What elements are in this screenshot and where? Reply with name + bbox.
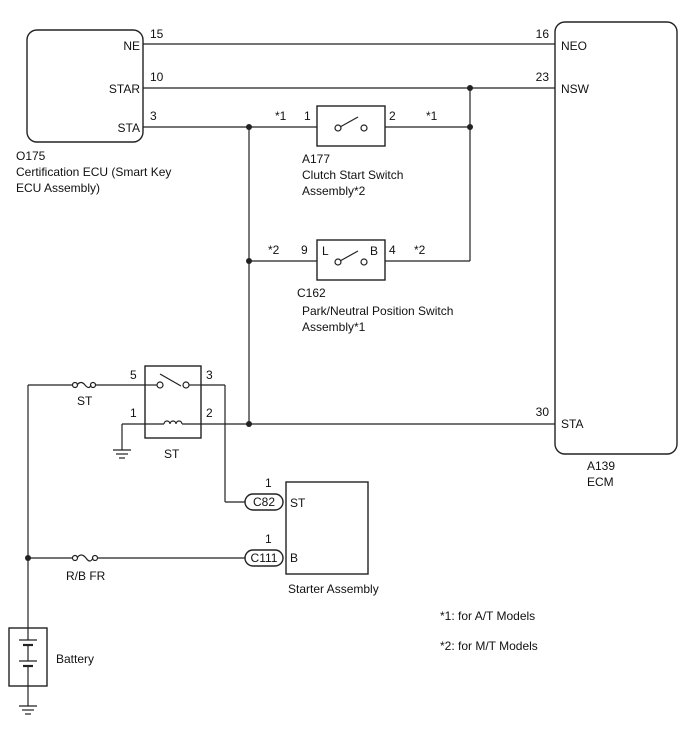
ecu-pin-sta-label: STA xyxy=(118,121,140,135)
ecm-pin-sta-label: STA xyxy=(561,417,583,431)
note-at-models: *1: for A/T Models xyxy=(440,609,535,623)
clutch-switch-name-line1: Clutch Start Switch xyxy=(302,168,403,182)
connector-c82-label: C82 xyxy=(253,495,275,509)
pn-switch-terminal-b: B xyxy=(370,244,378,258)
relay-ground-icon xyxy=(113,449,131,459)
clutch-switch-note-right: *1 xyxy=(426,109,438,123)
pn-switch-note-left: *2 xyxy=(268,243,280,257)
ecm-pin-nsw-label: NSW xyxy=(561,82,590,96)
ecu-pin-star-number: 10 xyxy=(150,70,164,84)
clutch-start-switch: 1 2 *1 *1 A177 Clutch Start Switch Assem… xyxy=(275,105,438,198)
rb-fr-fuse-label: R/B FR xyxy=(66,569,106,583)
st-fuse-label: ST xyxy=(77,394,93,408)
relay-pin-5: 5 xyxy=(130,368,137,382)
clutch-switch-pin-1: 1 xyxy=(304,109,311,123)
ecu-pin-ne-number: 15 xyxy=(150,27,164,41)
certification-ecu: NE STAR STA 15 10 3 O175 Certification E… xyxy=(16,27,171,195)
connector-c111 xyxy=(244,549,284,567)
junction-dots xyxy=(25,85,473,561)
starter-assembly: C82 C111 1 1 ST B Starter Assembly xyxy=(244,476,379,596)
clutch-switch-note-left: *1 xyxy=(275,109,287,123)
ecu-name-line1: Certification ECU (Smart Key xyxy=(16,165,171,179)
clutch-switch-name-line2: Assembly*2 xyxy=(302,184,366,198)
connector-c111-label: C111 xyxy=(251,551,278,565)
starter-caption: Starter Assembly xyxy=(288,582,379,596)
junction-dot xyxy=(246,124,252,130)
junction-dot xyxy=(25,555,31,561)
junction-dot xyxy=(467,85,473,91)
note-mt-models: *2: for M/T Models xyxy=(440,639,538,653)
starter-terminal-st: ST xyxy=(290,496,306,510)
ecu-pin-ne-label: NE xyxy=(123,39,140,53)
pn-switch-name-line1: Park/Neutral Position Switch xyxy=(302,304,453,318)
ecm-code: A139 xyxy=(587,459,615,473)
ecu-pin-star-label: STAR xyxy=(109,82,140,96)
relay-pin-3: 3 xyxy=(206,368,213,382)
ecm: NEO NSW STA 16 23 30 A139 ECM xyxy=(536,21,678,489)
connector-c82 xyxy=(244,493,284,511)
starter-terminal-b: B xyxy=(290,551,298,565)
pn-switch-code: C162 xyxy=(297,286,326,300)
park-neutral-switch: L B 9 4 *2 *2 C162 Park/Neutral Position… xyxy=(268,239,453,334)
st-relay: 5 3 1 2 ST xyxy=(130,365,213,461)
rb-fr-fuse: R/B FR xyxy=(66,554,106,583)
pn-switch-name-line2: Assembly*1 xyxy=(302,320,366,334)
ecu-pin-sta-number: 3 xyxy=(150,109,157,123)
relay-pin-2: 2 xyxy=(206,406,213,420)
junction-dot xyxy=(467,124,473,130)
battery-ground-icon xyxy=(19,705,37,715)
ecm-pin-sta-number: 30 xyxy=(536,405,550,419)
starter-pin-st-number: 1 xyxy=(265,476,272,490)
pn-switch-note-right: *2 xyxy=(414,243,426,257)
wires xyxy=(27,43,555,706)
ecm-pin-neo-number: 16 xyxy=(536,27,550,41)
ecu-code: O175 xyxy=(16,149,46,163)
junction-dot xyxy=(246,421,252,427)
model-notes: *1: for A/T Models *2: for M/T Models xyxy=(440,609,538,653)
pn-switch-pin-4: 4 xyxy=(389,243,396,257)
pn-switch-pin-9: 9 xyxy=(301,243,308,257)
ecm-name: ECM xyxy=(587,475,614,489)
ecu-name-line2: ECU Assembly) xyxy=(16,181,100,195)
battery: Battery xyxy=(8,627,94,687)
pn-switch-terminal-l: L xyxy=(322,244,329,258)
ecm-pin-nsw-number: 23 xyxy=(536,70,550,84)
junction-dot xyxy=(246,258,252,264)
ecm-pin-neo-label: NEO xyxy=(561,39,587,53)
st-fuse: ST xyxy=(71,381,97,408)
relay-pin-1: 1 xyxy=(130,406,137,420)
clutch-switch-pin-2: 2 xyxy=(389,109,396,123)
clutch-switch-code: A177 xyxy=(302,152,330,166)
battery-label: Battery xyxy=(56,652,94,666)
starter-pin-b-number: 1 xyxy=(265,532,272,546)
relay-label: ST xyxy=(164,447,180,461)
